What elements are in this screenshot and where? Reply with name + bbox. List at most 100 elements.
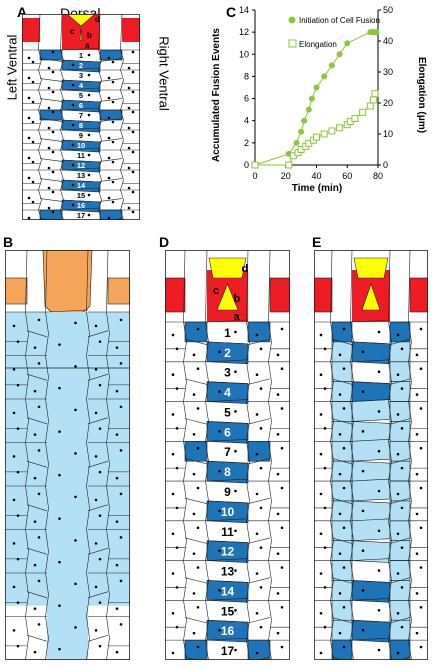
cell-borders: [314, 250, 428, 660]
data-point-fusion: [321, 73, 328, 80]
cell-number-label: 3: [79, 71, 83, 80]
red-side-cell: [22, 18, 40, 42]
cell-number-label: 12: [77, 161, 85, 170]
legend-marker-elongation: [288, 39, 297, 48]
cell-number-label: 16: [221, 624, 235, 638]
side-cell: [389, 500, 411, 522]
cell-number-label: 7: [79, 111, 83, 120]
cell-number-label: 16: [77, 201, 85, 210]
center-cell: [351, 478, 391, 502]
y-tick-label: 10: [239, 49, 249, 59]
cell-number-label: 9: [224, 485, 231, 499]
cell-number-label: 8: [79, 121, 83, 130]
center-cell: [351, 518, 391, 542]
cell-number-label: 17: [221, 644, 235, 658]
cell-diagram-b: [5, 250, 130, 660]
side-cell: [389, 619, 411, 641]
nuclei: [171, 327, 284, 655]
panel-label-c: C: [226, 4, 237, 20]
y-axis-label: Accumulated Fusion Events: [211, 28, 222, 162]
data-point-elongation: [251, 161, 259, 169]
cell-number-label: 7: [224, 445, 231, 459]
cell-letter-label: c: [70, 27, 75, 36]
y-tick-label: 12: [239, 27, 249, 37]
side-cell: [99, 109, 123, 121]
data-point-elongation: [285, 161, 293, 169]
side-cell: [247, 639, 271, 660]
side-cell: [389, 440, 411, 462]
side-cell: [331, 321, 353, 343]
data-point-fusion: [301, 117, 308, 124]
data-point-fusion: [305, 106, 312, 113]
y-tick-label: 2: [244, 138, 249, 148]
side-cell: [184, 639, 208, 660]
legend-label-fusion: Initiation of Cell Fusion: [299, 16, 380, 25]
yellow-cell-d: [353, 257, 389, 279]
side-cell: [331, 381, 353, 402]
data-point-fusion: [298, 128, 305, 135]
side-cell: [39, 109, 63, 121]
side-cell: [331, 520, 353, 542]
side-cell: [389, 600, 411, 621]
side-cell: [247, 321, 271, 343]
panel-label-d: D: [159, 234, 170, 250]
cell-number-label: 13: [221, 565, 235, 579]
side-cell: [331, 341, 353, 363]
cell-borders: [22, 14, 140, 220]
y2-axis-label: Elongation (μm): [416, 57, 427, 133]
cell-letter-label: c: [213, 285, 219, 297]
series-line-elongation: [255, 93, 376, 166]
lightblue-center: [47, 312, 88, 660]
x-tick-label: 0: [252, 171, 257, 181]
side-cell: [331, 619, 353, 641]
red-side-cell: [122, 18, 140, 42]
data-point-fusion: [328, 62, 335, 69]
data-point-fusion: [313, 84, 320, 91]
y2-tick-label: 0: [383, 160, 388, 170]
y-tick-label: 6: [244, 94, 249, 104]
y-tick-label: 14: [239, 5, 249, 15]
cell-number-label: 11: [77, 151, 85, 160]
cell-number-label: 15: [77, 191, 85, 200]
side-cell: [331, 639, 353, 660]
yellow-cell-b: [79, 27, 83, 41]
cell-number-label: 14: [77, 181, 86, 190]
side-cell: [389, 480, 411, 502]
x-axis-label: Time (min): [292, 183, 342, 194]
side-cell: [389, 321, 411, 343]
data-point-elongation: [313, 133, 320, 141]
side-cell: [389, 341, 411, 363]
cell-number-label: 12: [221, 545, 235, 559]
data-point-elongation: [328, 127, 336, 135]
cell-diagram-e: [314, 250, 428, 660]
data-point-fusion: [308, 95, 315, 102]
cell-number-label: 1: [79, 51, 83, 60]
y2-tick-label: 40: [383, 36, 393, 46]
orange-side-cell: [5, 277, 28, 305]
cell-number-label: 5: [224, 405, 231, 419]
side-cell: [389, 520, 411, 542]
panel-label-e: E: [312, 234, 322, 250]
legend: Initiation of Cell Fusion Elongation: [288, 16, 380, 49]
x-tick-label: 40: [311, 171, 321, 181]
left-ventral-label: Left Ventral: [4, 34, 20, 101]
data-point-elongation: [369, 96, 377, 104]
cell-borders: [165, 250, 290, 660]
cell-number-label: 1: [224, 326, 231, 340]
cell-letter-label: b: [234, 293, 241, 305]
y-tick-label: 8: [244, 71, 249, 81]
nuclei: [12, 318, 123, 654]
cell-number-label: 2: [79, 61, 83, 70]
legend-marker-fusion: [288, 16, 296, 24]
cell-number-label: 4: [224, 386, 231, 400]
y-tick-label: 0: [244, 160, 249, 170]
side-cell: [331, 480, 353, 502]
red-side-cell: [269, 277, 290, 313]
side-cell: [331, 440, 353, 462]
side-cell: [389, 460, 411, 482]
data-point-elongation: [366, 102, 374, 110]
right-ventral-label: Right Ventral: [156, 36, 172, 111]
side-cell: [331, 540, 353, 561]
side-cell: [184, 321, 208, 343]
